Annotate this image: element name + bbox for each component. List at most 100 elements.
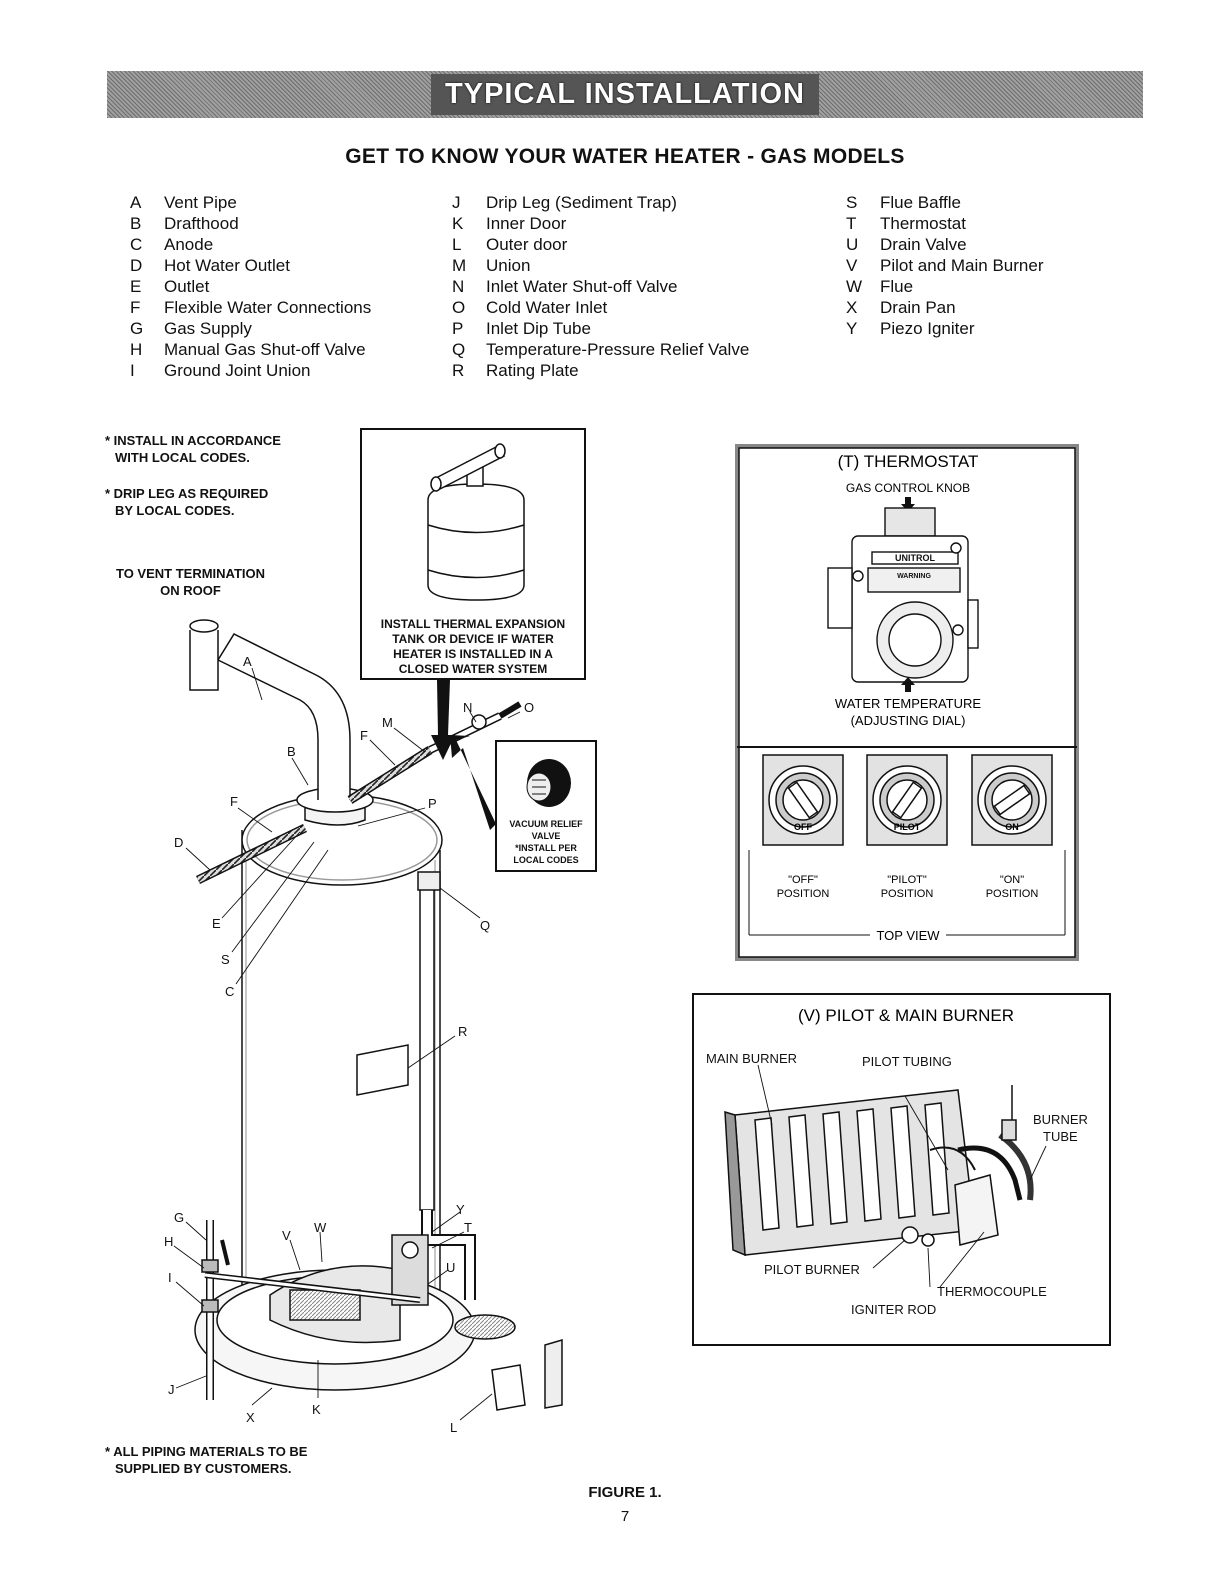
callout-h: H [164, 1234, 173, 1249]
expansion-text-2: TANK OR DEVICE IF WATER [392, 632, 554, 646]
dial-label-1: WATER TEMPERATURE [835, 696, 981, 711]
legend-label: Inlet Dip Tube [486, 319, 591, 338]
legend-label: Pilot and Main Burner [880, 256, 1044, 275]
legend-label: Anode [164, 235, 214, 254]
legend-item: S Flue Baffle [846, 192, 1043, 213]
arrow-up-icon [901, 677, 915, 692]
note-line: SUPPLIED BY CUSTOMERS. [115, 1461, 292, 1476]
thermostat-icon: UNITROL WARNING [827, 507, 979, 683]
vacuum-text-2: VALVE [532, 831, 561, 841]
legend-label: Drain Valve [880, 235, 967, 254]
note-drip-leg: * DRIP LEG AS REQUIRED BY LOCAL CODES. [105, 485, 268, 519]
callout-f-left: F [230, 794, 238, 809]
legend-label: Ground Joint Union [164, 361, 311, 380]
position-name: "ON" [1000, 874, 1024, 886]
legend-key: B [130, 214, 142, 233]
callout-o: O [524, 700, 534, 715]
note-line: * DRIP LEG AS REQUIRED [105, 486, 269, 501]
legend-label: Inlet Water Shut-off Valve [486, 277, 678, 296]
legend-label: Piezo Igniter [880, 319, 975, 338]
arrow-down-icon [901, 497, 915, 512]
main-burner-label: MAIN BURNER [706, 1051, 797, 1066]
unitrol-label: UNITROL [895, 553, 935, 563]
legend-item: Y Piezo Igniter [846, 318, 1043, 339]
legend-item: O Cold Water Inlet [452, 297, 749, 318]
legend-label: Drip Leg (Sediment Trap) [486, 193, 677, 212]
burner-illustration [724, 1085, 1034, 1257]
callout-b: B [287, 744, 296, 759]
knob-position-pilot: PILOT"PILOT"POSITION [866, 754, 948, 900]
note-line: BY LOCAL CODES. [115, 503, 235, 518]
expansion-text-4: CLOSED WATER SYSTEM [399, 662, 547, 676]
thermostat-title: (T) THERMOSTAT [838, 452, 979, 471]
burner-leaders [757, 1064, 1047, 1288]
legend-key: R [452, 361, 465, 380]
legend-key: V [846, 256, 858, 275]
thermocouple-label: THERMOCOUPLE [937, 1284, 1047, 1299]
gas-knob-label: GAS CONTROL KNOB [846, 481, 970, 495]
legend-key: G [130, 319, 144, 338]
legend-label: Inner Door [486, 214, 567, 233]
legend-key: H [130, 340, 143, 359]
callout-w: W [314, 1220, 327, 1235]
note-line: * INSTALL IN ACCORDANCE [105, 433, 281, 448]
position-name: "PILOT" [887, 874, 927, 886]
figure-caption: FIGURE 1. [588, 1484, 662, 1501]
legend-key: S [846, 193, 858, 212]
legend-label: Cold Water Inlet [486, 298, 608, 317]
legend-label: Flexible Water Connections [164, 298, 372, 317]
legend-label: Flue Baffle [880, 193, 961, 212]
callout-r: R [458, 1024, 467, 1039]
callout-g: G [174, 1210, 184, 1225]
legend-label: Rating Plate [486, 361, 579, 380]
burner-tube-label-1: BURNER [1033, 1112, 1088, 1127]
expansion-tank-box: INSTALL THERMAL EXPANSION TANK OR DEVICE… [360, 428, 586, 760]
knob-word: PILOT [894, 822, 921, 832]
legend-key: O [452, 298, 466, 317]
legend-key: E [130, 277, 142, 296]
legend-key: F [130, 298, 141, 317]
callout-v: V [282, 1228, 291, 1243]
expansion-tank-icon [427, 443, 525, 601]
legend-key: A [130, 193, 142, 212]
arrow-pointer-icon [450, 735, 496, 830]
legend-label: Outer door [486, 235, 568, 254]
knob-position-off: OFF"OFF"POSITION [762, 754, 844, 900]
legend-key: C [130, 235, 143, 254]
callout-p: P [428, 796, 437, 811]
callout-a: A [243, 654, 252, 669]
title-banner: TYPICAL INSTALLATION [107, 71, 1143, 118]
legend-key: Y [846, 319, 858, 338]
note-local-codes: * INSTALL IN ACCORDANCE WITH LOCAL CODES… [105, 432, 281, 466]
burner-slot [788, 1114, 814, 1228]
callout-letters: A B F D F M N O P Q R E S C G H I J X K … [164, 654, 534, 1435]
top-view-label: TOP VIEW [876, 928, 940, 943]
legend-item: C Anode [130, 234, 371, 255]
water-heater [189, 619, 563, 1411]
page-subtitle: GET TO KNOW YOUR WATER HEATER - GAS MODE… [345, 145, 905, 168]
callout-f-right: F [360, 728, 368, 743]
callout-m: M [382, 715, 393, 730]
callout-i: I [168, 1270, 172, 1285]
legend-label: Outlet [164, 277, 210, 296]
dial-label-2: (ADJUSTING DIAL) [851, 713, 966, 728]
legend-label: Temperature-Pressure Relief Valve [486, 340, 750, 359]
page-number: 7 [620, 1508, 630, 1525]
note-line: * ALL PIPING MATERIALS TO BE [105, 1444, 308, 1459]
thermostat-panel: (T) THERMOSTAT GAS CONTROL KNOB UNITROL … [735, 444, 1079, 961]
expansion-text-1: INSTALL THERMAL EXPANSION [381, 617, 565, 631]
pilot-tubing-label: PILOT TUBING [862, 1054, 952, 1069]
